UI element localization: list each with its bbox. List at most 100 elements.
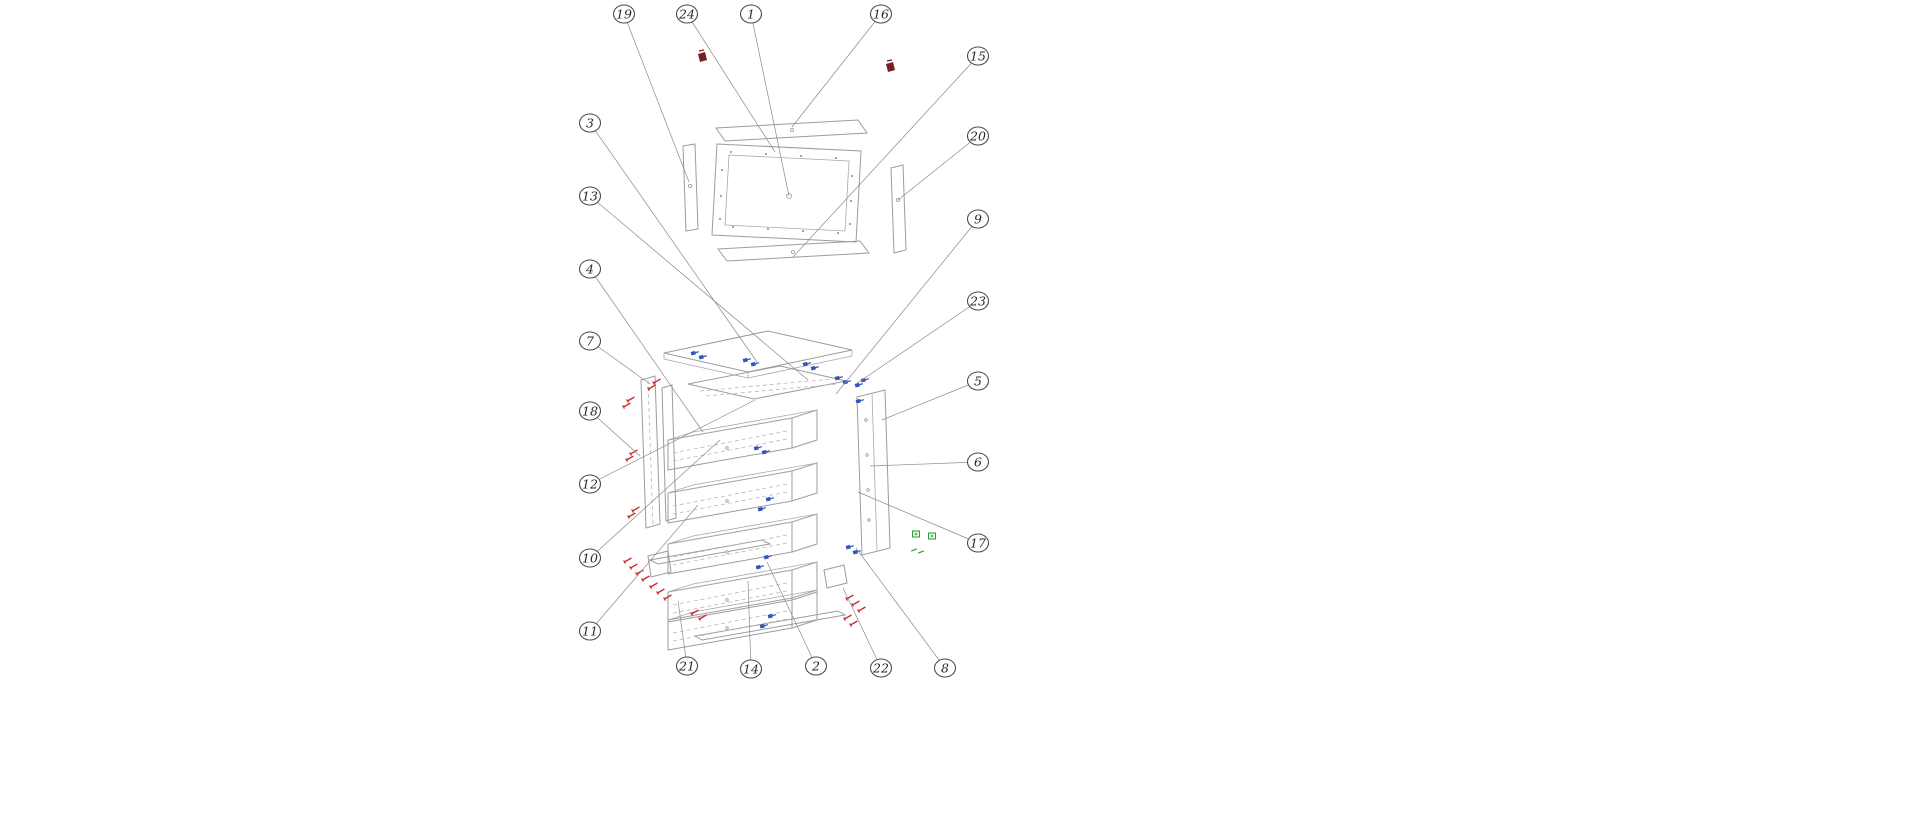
drawer-hidden-edge: [672, 438, 788, 462]
cam-pin: [815, 366, 819, 369]
screw-icon: [626, 396, 635, 403]
cam-bolt-icon: [742, 357, 751, 363]
frame-hole: [766, 227, 770, 231]
clamp-jaw: [886, 59, 893, 62]
callout-balloon: [869, 4, 893, 24]
screw-head: [627, 515, 630, 519]
callout-balloon: [966, 46, 990, 66]
frame-hole: [836, 231, 840, 235]
top-trim-panel: [715, 119, 868, 142]
callout-leader-line: [589, 439, 721, 559]
screw-hole: [688, 183, 693, 188]
callout-leader-line: [855, 547, 946, 669]
screw-head: [845, 597, 848, 601]
cam-bolt-icon: [690, 350, 699, 356]
callout-leader-line: [792, 55, 979, 258]
left-side-panel: [640, 375, 677, 529]
callout-balloon: [966, 533, 990, 553]
clamp-body: [698, 52, 707, 62]
cam-body: [742, 357, 748, 363]
callout-balloon: [869, 658, 893, 678]
callout-leader-line: [677, 600, 688, 667]
screw-hole: [790, 127, 795, 132]
drawer-top: [667, 409, 818, 441]
drawer: [667, 409, 818, 471]
callout-balloon: [933, 658, 957, 678]
cam-pin: [770, 497, 774, 500]
cam-body: [698, 354, 704, 360]
cam-pin: [755, 362, 759, 365]
cam-pin: [764, 624, 768, 627]
screw-shaft: [626, 455, 634, 461]
cam-pin: [839, 376, 843, 379]
cam-bolt-icon: [810, 365, 819, 371]
callout-leader-line: [766, 561, 817, 667]
screw-icon: [647, 384, 656, 391]
drawer-side: [791, 462, 818, 502]
cam-bolt-icon: [698, 354, 707, 360]
cam-pin: [857, 550, 861, 553]
callout-number: 8: [941, 660, 949, 675]
frame-hole: [729, 150, 733, 154]
drawer-hidden-edge: [672, 590, 788, 614]
callout-number: 22: [872, 660, 889, 675]
drawer: [667, 462, 818, 524]
frame-hole: [764, 152, 768, 156]
callout-balloon: [739, 4, 763, 24]
screw-shaft: [628, 512, 636, 518]
fitting-pin: [917, 550, 925, 554]
screw-shaft: [657, 588, 665, 594]
callout-number: 9: [974, 211, 982, 226]
cam-bolt-icon: [767, 613, 776, 619]
frame-hole: [850, 174, 854, 178]
cam-body: [690, 350, 696, 356]
clamp-icon: [886, 59, 895, 72]
cam-pin: [807, 362, 811, 365]
screw-shaft: [653, 378, 661, 384]
drawer-stack: [667, 409, 818, 651]
callout-balloon: [675, 4, 699, 24]
drawer: [667, 589, 818, 651]
callout-number: 12: [582, 476, 598, 491]
screw-shaft: [632, 506, 640, 512]
screw-head: [656, 591, 659, 595]
fastener-marks: [622, 49, 936, 629]
cam-bolt-icon: [802, 361, 811, 367]
top-side-strip-right: [890, 164, 907, 254]
callout-number: 20: [969, 128, 986, 143]
cam-bolt-icon: [834, 375, 843, 381]
screw-icon: [629, 563, 638, 570]
frame-hole: [849, 199, 853, 203]
callout-balloon: [966, 291, 990, 311]
callout-balloon: [578, 113, 602, 133]
cam-pin: [747, 358, 751, 361]
cam-body: [852, 549, 858, 555]
drawer-hole: [725, 499, 729, 503]
drawer-hole: [725, 550, 729, 554]
screw-head: [857, 609, 860, 613]
frame-holes: [718, 150, 854, 235]
screw-head: [698, 617, 701, 621]
screw-head: [663, 597, 666, 601]
cam-pin: [758, 446, 762, 449]
cam-pin: [760, 565, 764, 568]
screw-shaft: [630, 449, 638, 455]
screw-icon: [622, 402, 631, 409]
callout-number: 10: [582, 550, 598, 565]
cam-pin: [865, 378, 869, 381]
callout-balloon: [675, 656, 699, 676]
screw-shaft: [624, 557, 632, 563]
cam-body: [761, 449, 767, 455]
clamp-jaw: [698, 49, 705, 52]
callout-leader-line: [589, 410, 641, 457]
fitting-pin-icon: [917, 550, 925, 554]
screw-head: [622, 405, 625, 409]
screw-shaft: [648, 384, 656, 390]
cam-body: [854, 382, 860, 388]
screw-head: [690, 612, 693, 616]
callout-number: 15: [970, 48, 986, 63]
bottom-bracket-left: [647, 550, 672, 578]
cam-pin: [703, 355, 707, 358]
